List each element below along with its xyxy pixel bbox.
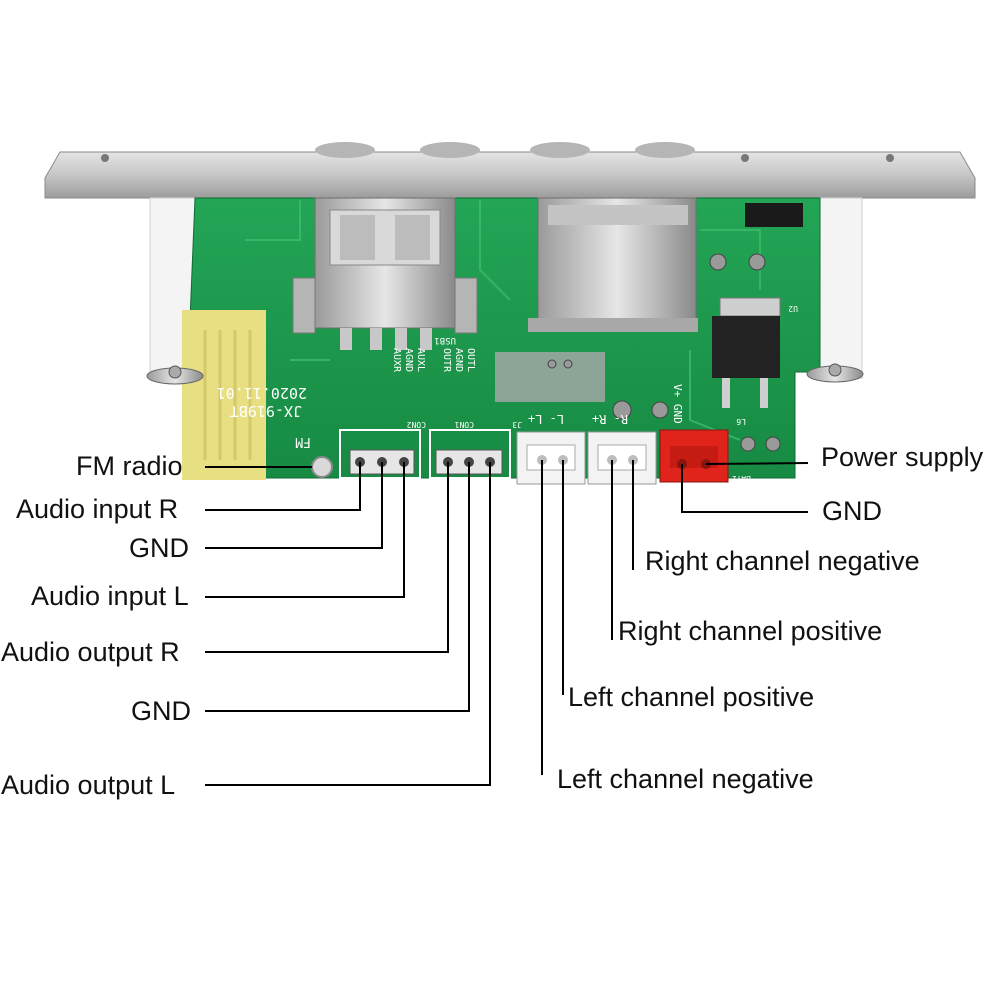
leader-audio-output-l (205, 462, 491, 786)
silk-spk-r: R- R+ (592, 412, 628, 426)
leader-lines (205, 460, 809, 786)
sd-card-slot (528, 197, 698, 332)
label-power-supply: Power supply (821, 442, 984, 472)
label-left-channel-negative: Left channel negative (557, 764, 814, 794)
silk-aux-l: AUXL (415, 348, 426, 372)
label-audio-input-l: Audio input L (31, 581, 189, 611)
leader-audio-input-r (205, 462, 361, 511)
leader-audio-input-l (205, 462, 405, 598)
silk-out-l: OUTL (465, 348, 476, 372)
silkscreen: JX-919BT 2020.11.01 FM USB1 CON2 CON1 J3… (217, 304, 798, 483)
silk-power: V+ GND (671, 384, 684, 424)
silk-con1: CON1 (455, 420, 474, 429)
right-screw (806, 363, 864, 383)
silk-model: JX-919BT (230, 402, 302, 420)
silk-out-pins: OUTL AGND OUTR (441, 348, 476, 373)
leader-gnd-3 (681, 464, 808, 513)
silk-l6: L6 (736, 417, 746, 426)
silk-bat: BAT2 (732, 474, 751, 483)
right-speaker-connector (587, 431, 657, 485)
silk-con2: CON2 (407, 420, 426, 429)
silk-u2: U2 (788, 304, 798, 313)
silk-out-gnd: AGND (453, 348, 464, 372)
leader-power-supply (705, 462, 809, 465)
bluetooth-antenna-area (182, 310, 266, 480)
leader-gnd-2 (205, 462, 470, 712)
left-speaker-connector (516, 431, 586, 485)
right-standoff (819, 197, 863, 379)
capacitors (547, 253, 781, 452)
label-gnd-1: GND (129, 533, 189, 563)
ic-chip (745, 203, 803, 227)
voltage-regulator (712, 297, 781, 408)
label-audio-output-r: Audio output R (1, 637, 180, 667)
silk-date: 2020.11.01 (217, 384, 307, 402)
left-standoff (149, 197, 196, 379)
power-connector (659, 429, 729, 483)
silk-out-r: OUTR (441, 348, 452, 373)
leader-audio-output-r (205, 462, 449, 653)
silk-spk-l: L- L+ (528, 412, 564, 426)
left-screw (146, 365, 204, 385)
label-right-channel-negative: Right channel negative (645, 546, 920, 576)
silk-aux-r: AUXR (391, 348, 402, 373)
usb-port (292, 197, 478, 350)
label-audio-input-r: Audio input R (16, 494, 179, 524)
resistor-array (495, 352, 605, 402)
silk-usb: USB1 (434, 335, 456, 345)
silk-aux-pins: AUXL AGND AUXR (391, 348, 426, 373)
silk-aux-gnd: AGND (403, 348, 414, 372)
label-gnd-3: GND (822, 496, 882, 526)
label-fm-radio: FM radio (76, 451, 183, 481)
silk-j3: J3 (512, 420, 522, 429)
silk-fm: FM (295, 434, 311, 449)
faceplate (44, 142, 976, 199)
label-left-channel-positive: Left channel positive (568, 682, 815, 712)
label-right-channel-positive: Right channel positive (618, 616, 883, 646)
label-gnd-2: GND (131, 696, 191, 726)
leader-gnd-1 (205, 462, 383, 549)
label-audio-output-l: Audio output L (1, 770, 176, 800)
fm-antenna-pad (311, 456, 333, 478)
